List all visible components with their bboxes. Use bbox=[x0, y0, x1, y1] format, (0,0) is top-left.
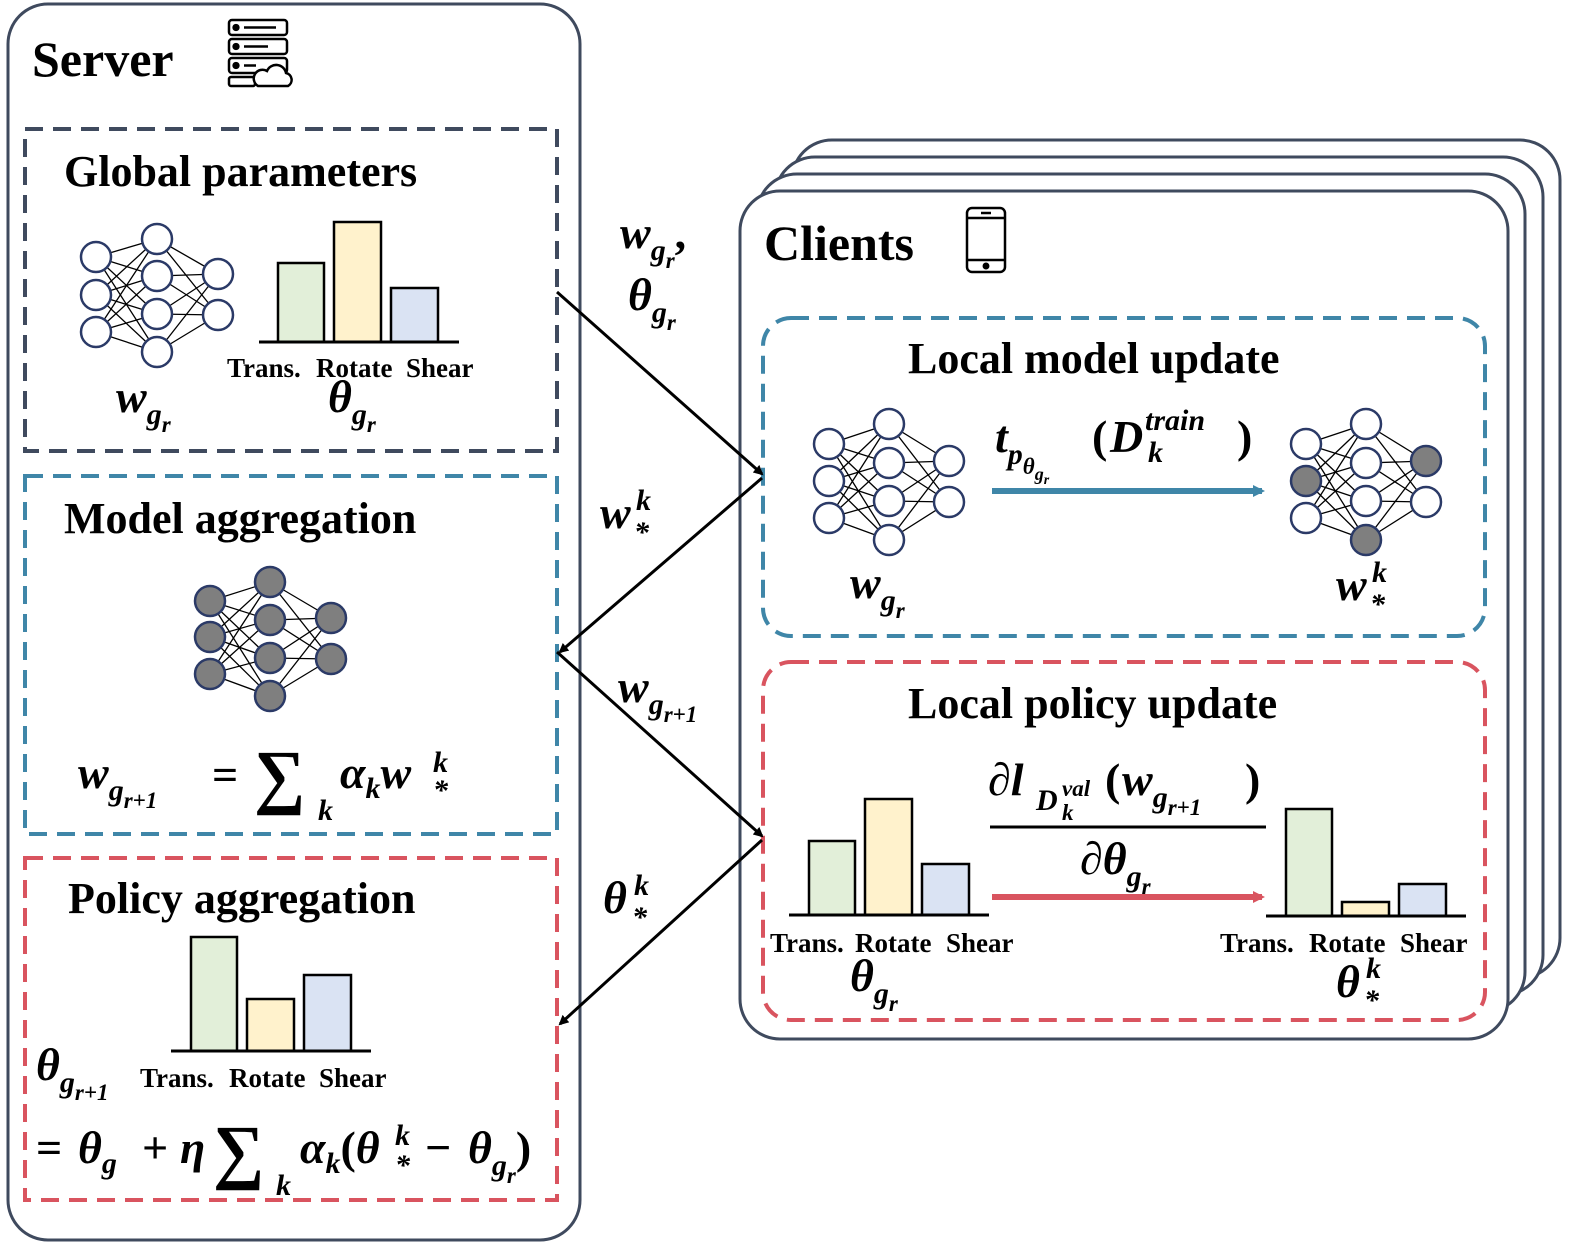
svg-text:η: η bbox=[180, 1122, 205, 1173]
client-output-policy-bar-chart bbox=[1266, 807, 1466, 918]
svg-text:θ: θ bbox=[1336, 956, 1360, 1007]
clients-title: Clients bbox=[764, 215, 914, 271]
model-aggregation-box bbox=[23, 474, 559, 836]
global-parameters-title: Global parameters bbox=[64, 147, 417, 196]
svg-text:(: ( bbox=[1105, 754, 1120, 805]
client-output-policy-label: θ k * bbox=[1336, 952, 1381, 1017]
flow-label-client-model: w k * bbox=[600, 484, 651, 549]
local-policy-update-box bbox=[761, 660, 1487, 1022]
aggregated-model-network-icon bbox=[193, 565, 348, 713]
svg-text:w: w bbox=[1336, 559, 1367, 610]
flow-label-client-policy: θ k * bbox=[603, 869, 649, 934]
smartphone-icon bbox=[965, 206, 1007, 274]
svg-text:train: train bbox=[1145, 404, 1205, 437]
server-title: Server bbox=[32, 31, 174, 87]
axis-label-shear: Shear bbox=[406, 353, 474, 383]
global-parameters-box bbox=[23, 127, 559, 453]
svg-text:k: k bbox=[1372, 556, 1387, 589]
bar-rotate bbox=[863, 797, 914, 917]
svg-text:θgr: θgr bbox=[628, 269, 677, 335]
bar-shear bbox=[1397, 882, 1448, 918]
svg-text:D: D bbox=[1035, 784, 1058, 817]
bar-rotate bbox=[332, 220, 383, 344]
bar-shear bbox=[920, 862, 971, 917]
svg-text:αk(θ: αk(θ bbox=[300, 1122, 380, 1180]
svg-text:k: k bbox=[276, 1169, 291, 1202]
svg-text:(: ( bbox=[1092, 411, 1107, 462]
model-aggregation-title: Model aggregation bbox=[64, 494, 416, 543]
svg-text:*: * bbox=[1364, 984, 1380, 1017]
axis-label-trans: Trans. bbox=[140, 1063, 214, 1093]
svg-text:θg: θg bbox=[78, 1122, 117, 1180]
svg-text:*: * bbox=[632, 901, 648, 934]
svg-text:w: w bbox=[600, 487, 631, 538]
svg-text:k: k bbox=[634, 869, 649, 902]
axis-label-shear: Shear bbox=[1400, 928, 1468, 958]
bar-shear bbox=[302, 973, 353, 1053]
svg-text:): ) bbox=[1245, 754, 1260, 805]
policy-aggregation-box bbox=[23, 856, 559, 1202]
local-policy-update-title: Local policy update bbox=[908, 679, 1277, 728]
svg-text:k: k bbox=[318, 794, 333, 827]
bar-rotate bbox=[1340, 900, 1391, 918]
axis-label-rotate: Rotate bbox=[316, 353, 392, 383]
bar-trans bbox=[276, 261, 326, 344]
bar-rotate bbox=[245, 997, 296, 1053]
bar-shear bbox=[389, 286, 440, 344]
global-policy-bar-chart bbox=[259, 220, 459, 344]
svg-text:−: − bbox=[425, 1122, 451, 1173]
svg-text:): ) bbox=[1237, 411, 1252, 462]
svg-text:*: * bbox=[634, 516, 650, 549]
axis-label-rotate: Rotate bbox=[1309, 928, 1385, 958]
axis-label-trans: Trans. bbox=[770, 928, 844, 958]
policy-aggregation-title: Policy aggregation bbox=[68, 874, 415, 923]
client-output-model-label: w k * bbox=[1336, 556, 1387, 621]
svg-text:*: * bbox=[433, 774, 449, 807]
axis-label-shear: Shear bbox=[319, 1063, 387, 1093]
axis-label-trans: Trans. bbox=[1220, 928, 1294, 958]
flow-arrow-upload-model bbox=[558, 476, 763, 654]
svg-text:k: k bbox=[1148, 436, 1163, 469]
svg-text:val: val bbox=[1062, 776, 1091, 801]
svg-text:θ: θ bbox=[603, 872, 627, 923]
svg-text:*: * bbox=[395, 1149, 411, 1182]
svg-text:*: * bbox=[1370, 588, 1386, 621]
svg-text:wgr,: wgr, bbox=[620, 207, 686, 273]
bar-trans bbox=[189, 935, 239, 1053]
svg-text:k: k bbox=[1062, 800, 1074, 825]
svg-text:=: = bbox=[36, 1122, 62, 1173]
aggregated-policy-bar-chart bbox=[171, 935, 371, 1053]
svg-text:k: k bbox=[636, 484, 651, 517]
flow-label-global-params: wgr, θgr bbox=[620, 207, 686, 335]
flow-arrow-download-model bbox=[555, 650, 764, 838]
server-cloud-icon bbox=[227, 18, 293, 88]
axis-label-shear: Shear bbox=[946, 928, 1014, 958]
local-model-update-title: Local model update bbox=[908, 334, 1280, 383]
client-input-network-icon bbox=[812, 407, 966, 557]
svg-text:D: D bbox=[1109, 411, 1143, 462]
local-model-update-box bbox=[761, 316, 1487, 638]
global-model-network-icon bbox=[79, 222, 235, 369]
axis-label-rotate: Rotate bbox=[229, 1063, 305, 1093]
svg-text:∂l: ∂l bbox=[988, 754, 1024, 805]
svg-text:∑: ∑ bbox=[213, 1111, 264, 1191]
axis-label-trans: Trans. bbox=[227, 353, 301, 383]
svg-text:+: + bbox=[142, 1122, 168, 1173]
bar-trans bbox=[1284, 807, 1334, 918]
axis-label-rotate: Rotate bbox=[855, 928, 931, 958]
flow-arrow-download-global bbox=[556, 290, 764, 476]
svg-text:k: k bbox=[433, 746, 448, 779]
svg-text:k: k bbox=[395, 1119, 410, 1152]
bar-trans bbox=[807, 839, 857, 917]
client-output-network-icon bbox=[1289, 407, 1443, 557]
flow-arrow-upload-policy bbox=[558, 838, 764, 1026]
svg-text:=: = bbox=[212, 749, 238, 800]
svg-text:k: k bbox=[1366, 952, 1381, 985]
svg-text:∑: ∑ bbox=[254, 736, 305, 816]
svg-text:αkw: αkw bbox=[340, 747, 411, 805]
client-input-policy-bar-chart bbox=[789, 797, 989, 917]
